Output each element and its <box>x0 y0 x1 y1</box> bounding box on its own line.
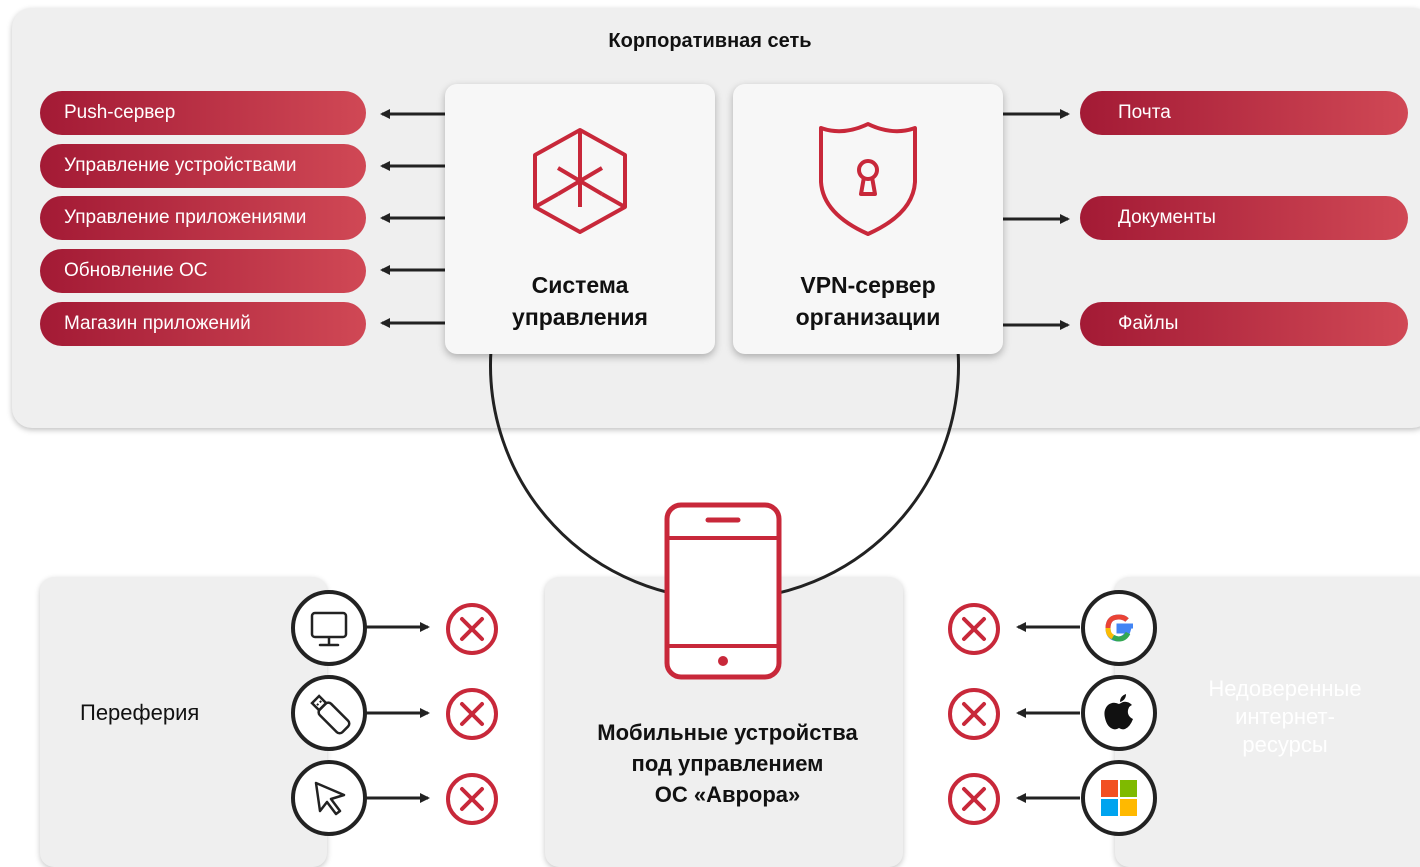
mail-pill: Почта <box>1080 91 1408 135</box>
monitor-icon <box>291 590 367 666</box>
untrusted-label-line3: ресурсы <box>1242 732 1328 757</box>
microsoft-icon <box>1081 760 1157 836</box>
usb-stick-icon <box>291 675 367 751</box>
peripherals-label: Переферия <box>80 700 200 725</box>
mobile-devices-label: Мобильные устройства под управлением ОС … <box>545 717 910 810</box>
blocked-icon <box>948 773 1000 825</box>
management-system-title-line1: Система <box>531 272 629 298</box>
documents-pill: Документы <box>1080 196 1408 240</box>
mobile-label-line2: под управлением <box>631 751 824 776</box>
untrusted-resources-panel <box>1115 577 1420 867</box>
mobile-label-line1: Мобильные устройства <box>597 720 858 745</box>
corporate-network-title: Корпоративная сеть <box>608 30 812 52</box>
shield-lock-icon <box>819 122 917 236</box>
app-store-pill: Магазин приложений <box>40 302 366 346</box>
mobile-label-line3: ОС «Аврора» <box>654 782 801 807</box>
files-pill: Файлы <box>1080 302 1408 346</box>
blocked-icon <box>948 688 1000 740</box>
blocked-icon <box>446 603 498 655</box>
untrusted-resources-label: Недоверенные интернет- ресурсы <box>1180 675 1390 759</box>
apple-icon <box>1081 675 1157 751</box>
blocked-icon <box>446 688 498 740</box>
peripherals-panel <box>40 577 327 867</box>
vpn-server-card: VPN-сервер организации <box>733 84 1003 354</box>
push-server-pill: Push-сервер <box>40 91 366 135</box>
cursor-icon <box>291 760 367 836</box>
management-system-title-line2: управления <box>512 304 648 330</box>
os-update-pill: Обновление ОС <box>40 249 366 293</box>
device-management-pill: Управление устройствами <box>40 144 366 188</box>
vpn-server-title-line1: VPN-сервер <box>800 272 936 298</box>
untrusted-label-line2: интернет- <box>1235 704 1335 729</box>
management-system-card: Система управления <box>445 84 715 354</box>
vpn-server-title-line2: организации <box>795 304 941 330</box>
google-icon <box>1081 590 1157 666</box>
untrusted-label-line1: Недоверенные <box>1208 676 1362 701</box>
blocked-icon <box>948 603 1000 655</box>
cube-asterisk-icon <box>533 128 627 234</box>
smartphone-icon <box>664 502 782 680</box>
app-management-pill: Управление приложениями <box>40 196 366 240</box>
blocked-icon <box>446 773 498 825</box>
